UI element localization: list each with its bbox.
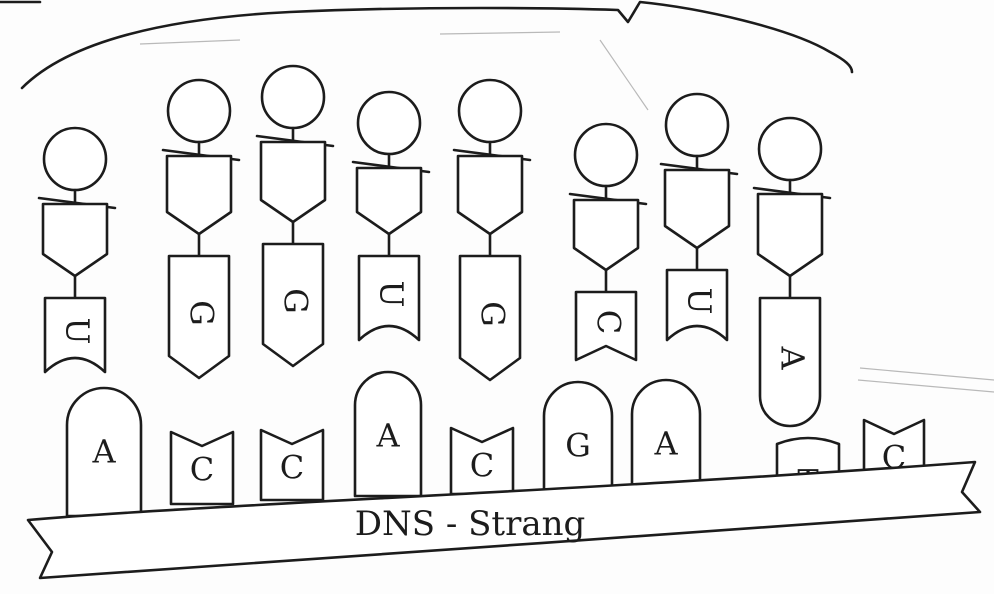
nucleotide-unit: U bbox=[351, 90, 431, 342]
dna-base: C bbox=[169, 430, 235, 506]
sugar-pentagon bbox=[663, 168, 731, 250]
phosphate-circle bbox=[260, 64, 326, 130]
dna-base-letter: C bbox=[280, 449, 304, 487]
sugar-pentagon bbox=[456, 154, 524, 236]
nucleotide-unit: C bbox=[568, 122, 648, 362]
rna-base-tile bbox=[261, 242, 325, 368]
phosphate-circle bbox=[573, 122, 639, 188]
dna-base-letter: G bbox=[565, 427, 591, 465]
sugar-pentagon bbox=[259, 140, 327, 224]
enzyme-outline bbox=[20, 0, 854, 90]
dna-base-tile bbox=[65, 386, 143, 518]
rna-base-letter: C bbox=[590, 310, 628, 334]
rna-base-tile bbox=[357, 254, 421, 342]
rna-base-tile bbox=[458, 254, 522, 382]
rna-base-tile bbox=[43, 296, 107, 374]
dna-base-letter: A bbox=[375, 417, 400, 455]
dna-base-tile bbox=[353, 370, 423, 498]
sugar-pentagon bbox=[41, 202, 109, 278]
rna-base-letter: U bbox=[373, 281, 411, 308]
rna-base-letter: U bbox=[59, 318, 97, 345]
phosphate-circle bbox=[42, 126, 108, 192]
rna-base-letter: G bbox=[183, 300, 221, 326]
dna-base-letter: C bbox=[190, 451, 214, 489]
dna-base: C bbox=[449, 426, 515, 496]
dna-base-letter: A bbox=[653, 425, 678, 463]
nucleotide-layer: U G G U G C U A bbox=[37, 64, 832, 428]
rna-base-letter: G bbox=[277, 288, 315, 314]
phosphate-circle bbox=[166, 78, 232, 144]
dna-base-tile bbox=[259, 428, 325, 502]
nucleotide-unit: G bbox=[452, 78, 532, 382]
phosphate-circle bbox=[757, 116, 823, 182]
phosphate-circle bbox=[356, 90, 422, 156]
dna-base-tile bbox=[630, 378, 702, 500]
dna-base-tile bbox=[169, 430, 235, 506]
dna-strand-banner bbox=[26, 460, 982, 580]
rna-base-letter: U bbox=[681, 288, 719, 315]
rna-base-tile bbox=[574, 290, 638, 362]
dna-base-letter: C bbox=[470, 447, 494, 485]
paper-mark bbox=[599, 39, 649, 111]
rna-base-tile bbox=[758, 296, 822, 428]
nucleotide-unit: U bbox=[659, 92, 739, 342]
rna-base-tile bbox=[167, 254, 231, 380]
paper-mark bbox=[857, 379, 994, 393]
dna-base-letter: A bbox=[91, 433, 116, 471]
phosphate-circle bbox=[664, 92, 730, 158]
sugar-pentagon bbox=[572, 198, 640, 272]
sugar-pentagon bbox=[756, 192, 824, 278]
phosphate-circle bbox=[457, 78, 523, 144]
nucleotide-unit: U bbox=[37, 126, 117, 374]
rna-base-tile bbox=[665, 268, 729, 342]
nucleotide-unit: G bbox=[161, 78, 241, 380]
dna-strand-label: DNS - Strang bbox=[355, 504, 586, 544]
sugar-pentagon bbox=[355, 166, 423, 236]
nucleotide-unit: A bbox=[752, 116, 832, 428]
rna-base-letter: A bbox=[774, 345, 812, 370]
rna-base-letter: G bbox=[474, 301, 512, 327]
dna-base: G bbox=[542, 380, 614, 494]
sugar-pentagon bbox=[165, 154, 233, 236]
dna-base: A bbox=[353, 370, 423, 498]
dna-base-tile bbox=[542, 380, 614, 494]
paper-mark bbox=[139, 39, 241, 45]
paper-mark bbox=[859, 367, 994, 381]
dna-base: C bbox=[259, 428, 325, 502]
dna-base: A bbox=[630, 378, 702, 500]
dna-base: A bbox=[65, 386, 143, 518]
nucleotide-unit: G bbox=[255, 64, 335, 368]
paper-mark bbox=[439, 31, 561, 35]
